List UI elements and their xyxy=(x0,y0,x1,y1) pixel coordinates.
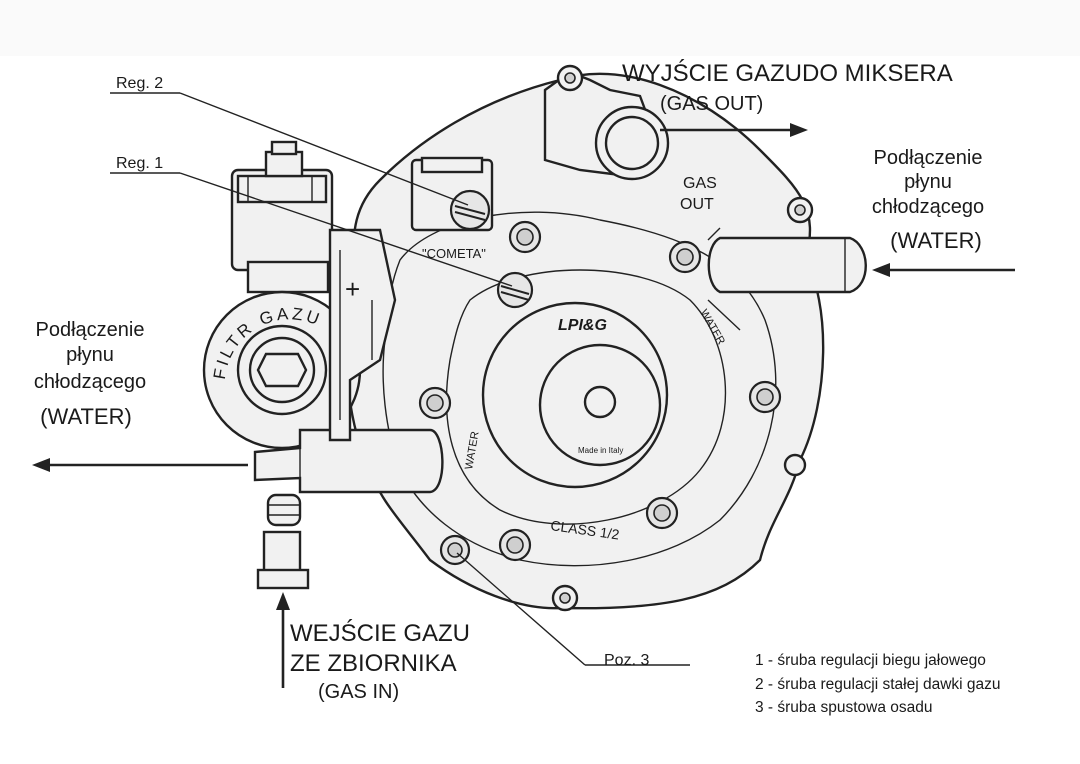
made-in-text: Made in Italy xyxy=(578,446,623,455)
callout-labels: WYJŚCIE GAZUDO MIKSERA (GAS OUT) Podłącz… xyxy=(34,59,984,703)
center-hole xyxy=(583,385,617,419)
reg1-label: Reg. 1 xyxy=(116,155,163,172)
gas-filter: FILTR GAZU xyxy=(202,290,362,450)
gas-in-line2: ZE ZBIORNIKA xyxy=(290,650,457,677)
legend-item-3: 3 - śruba spustowa osadu xyxy=(755,699,933,716)
brand-logo: LPI&G xyxy=(558,317,607,334)
top-band xyxy=(0,0,1080,56)
reg2-label: Reg. 2 xyxy=(116,75,163,92)
gas-out-subtitle: (GAS OUT) xyxy=(660,93,763,115)
coolant-left-line1: Podłączenie xyxy=(36,319,145,341)
gas-in-line3: (GAS IN) xyxy=(318,681,399,703)
body-extension: + xyxy=(328,228,397,442)
body-gas-text: GAS xyxy=(683,175,717,192)
coolant-right-line1: Podłączenie xyxy=(874,147,983,169)
coolant-left-line2: płynu xyxy=(66,344,114,366)
legend: 1 - śruba regulacji biegu jałowego 2 - ś… xyxy=(755,652,1001,716)
coolant-right-line2: płynu xyxy=(904,171,952,193)
left-water-pipe xyxy=(253,428,444,494)
leader-lines xyxy=(110,92,690,666)
coolant-right-line3: chłodzącego xyxy=(872,196,984,218)
legend-item-2: 2 - śruba regulacji stałej dawki gazu xyxy=(755,676,1001,693)
regulation-screws: "COMETA" xyxy=(410,156,534,309)
gas-out-title: WYJŚCIE GAZUDO MIKSERA xyxy=(622,59,953,87)
right-lug-lower xyxy=(783,453,807,477)
gas-in-line1: WEJŚCIE GAZU xyxy=(290,619,470,647)
right-water-pipe xyxy=(707,227,867,331)
coolant-right-line4: (WATER) xyxy=(890,228,982,253)
body-out-text: OUT xyxy=(680,196,714,213)
coolant-left-line4: (WATER) xyxy=(40,404,132,429)
cometa-mark: "COMETA" xyxy=(422,246,486,261)
flow-arrows xyxy=(32,123,1015,688)
plus-mark: + xyxy=(345,274,360,304)
coolant-left-line3: chłodzącego xyxy=(34,371,146,393)
legend-item-1: 1 - śruba regulacji biegu jałowego xyxy=(755,652,986,669)
solenoid-valve xyxy=(230,140,334,294)
gas-inlet-fitting xyxy=(256,493,310,590)
poz3-label: Poz. 3 xyxy=(604,652,649,669)
